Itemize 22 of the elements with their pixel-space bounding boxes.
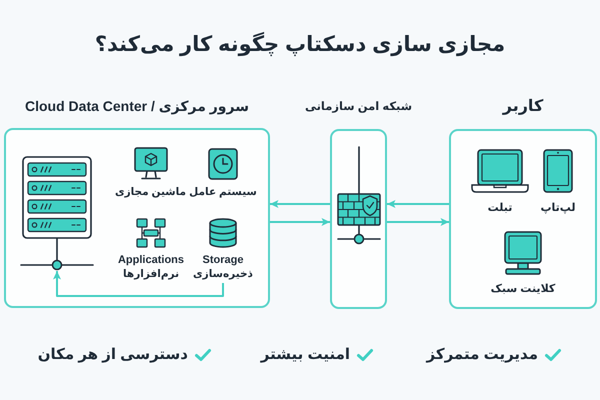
item-label: سیستم عامل (189, 185, 257, 200)
arrow (387, 218, 449, 226)
arrow (270, 200, 330, 208)
feature-text: دسترسی از هر مکان (38, 345, 188, 365)
item-label: Storage (202, 253, 244, 268)
panel-heading: کاربر (502, 97, 544, 117)
title: مجازی سازی دسکتاپ چگونه کار می‌کند؟ (94, 31, 506, 58)
item-label: لپ‌تاپ (540, 201, 576, 216)
item-label: نرم‌افزارها (122, 267, 180, 282)
feature-text: امنیت بیشتر (260, 345, 350, 365)
panel-heading: شبکه امن سازمانی (304, 100, 412, 115)
item-label: Applications (118, 253, 184, 268)
server-rack-icon (20, 155, 94, 271)
item-label: ذخیره‌سازی (193, 267, 253, 282)
item-label: تبلت (488, 201, 512, 216)
item-label: کلاینت سبک (490, 282, 556, 297)
arrow (270, 218, 330, 226)
item-label: ماشین مجازی (114, 185, 186, 200)
arrow (387, 200, 449, 208)
arrow (53, 271, 224, 297)
panel-heading: سرور مرکزی / Cloud Data Center (25, 97, 249, 116)
feature-text: مدیریت متمرکز (426, 345, 538, 365)
